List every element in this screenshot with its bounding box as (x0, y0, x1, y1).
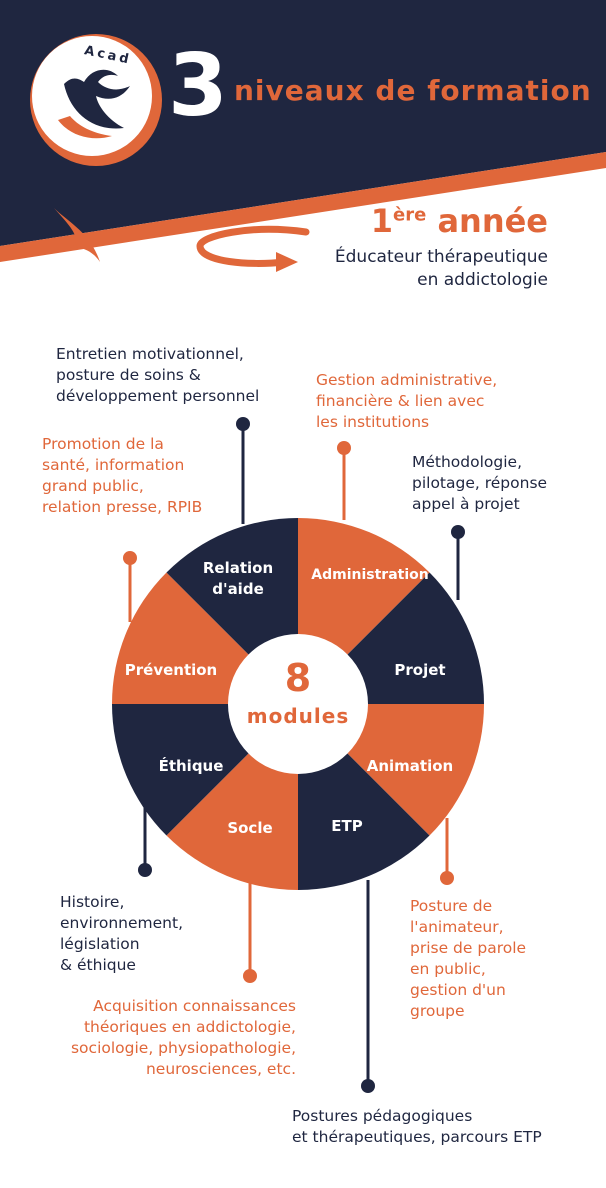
desc-line: neurosciences, etc. (145, 1060, 296, 1078)
header-accent-stripe (0, 152, 606, 262)
desc-etp: Postures pédagogiques et thérapeutiques,… (292, 1106, 542, 1148)
arrow-head-icon (276, 252, 298, 272)
year-suffix: ère (393, 204, 427, 226)
header-title: niveaux de formation (234, 74, 592, 107)
desc-administration: Gestion administrative, financière & lie… (316, 370, 497, 433)
desc-line: relation presse, RPIB (42, 498, 203, 516)
desc-line: & éthique (60, 956, 136, 974)
desc-line: Posture de (410, 897, 493, 915)
segment-label-prevention: Prévention (124, 661, 218, 679)
desc-line: environnement, (60, 914, 184, 932)
desc-line: Méthodologie, (412, 453, 523, 471)
segment-label-socle: Socle (227, 819, 273, 837)
desc-socle: Acquisition connaissances théoriques en … (71, 996, 296, 1080)
desc-line: prise de parole (410, 939, 527, 957)
connectors (123, 417, 465, 1093)
desc-line: appel à projet (412, 495, 520, 513)
desc-prevention: Promotion de la santé, information grand… (42, 434, 202, 518)
segment-label-etp: ETP (331, 817, 363, 835)
desc-line: l'animateur, (410, 918, 504, 936)
segment-label-administration: Administration (311, 567, 429, 583)
desc-line: Entretien motivationnel, (56, 345, 244, 363)
subtitle-line-2: en addictologie (417, 270, 548, 290)
logo (30, 34, 162, 166)
desc-line: Postures pédagogiques (292, 1107, 473, 1125)
segment-label-ethique: Éthique (158, 757, 224, 775)
desc-line: gestion d'un (410, 981, 506, 999)
desc-line: législation (60, 935, 140, 953)
desc-line: en public, (410, 960, 486, 978)
center-label: modules (246, 704, 350, 728)
year-number: 1 (370, 202, 393, 240)
desc-ethique: Histoire, environnement, législation & é… (60, 892, 183, 976)
desc-line: grand public, (42, 477, 144, 495)
desc-line: théoriques en addictologie, (83, 1018, 296, 1036)
year-subtitle: Éducateur thérapeutique en addictologie (335, 246, 548, 292)
wheel-center (228, 634, 368, 774)
center-number: 8 (284, 656, 312, 700)
segment-label-animation: Animation (366, 757, 454, 775)
flame-decoration-icon (54, 208, 100, 262)
flame-icon (58, 116, 112, 139)
desc-line: Acquisition connaissances (93, 997, 296, 1015)
desc-projet: Méthodologie, pilotage, réponse appel à … (412, 452, 547, 515)
desc-line: groupe (410, 1002, 465, 1020)
desc-relation: Entretien motivationnel, posture de soin… (56, 344, 259, 407)
desc-line: pilotage, réponse (412, 474, 548, 492)
desc-line: financière & lien avec (316, 392, 485, 410)
desc-line: les institutions (316, 413, 430, 431)
desc-line: Histoire, (60, 893, 125, 911)
desc-line: posture de soins & (56, 366, 201, 384)
year-title: 1ère année (371, 202, 548, 240)
header-number: 3 (168, 36, 228, 136)
desc-line: Promotion de la (42, 435, 164, 453)
desc-line: et thérapeutiques, parcours ETP (292, 1128, 542, 1146)
desc-line: sociologie, physiopathologie, (70, 1039, 296, 1057)
segment-label-relation: Relation d'aide (202, 559, 274, 598)
year-word: année (437, 202, 548, 240)
desc-animation: Posture de l'animateur, prise de parole … (410, 896, 526, 1022)
segment-label-projet: Projet (394, 661, 446, 679)
desc-line: santé, information (42, 456, 185, 474)
phoenix-icon (64, 69, 130, 129)
swoosh-arrow-icon (196, 225, 310, 267)
desc-line: Gestion administrative, (316, 371, 498, 389)
subtitle-line-1: Éducateur thérapeutique (334, 247, 548, 267)
header-banner (0, 0, 606, 246)
desc-line: développement personnel (56, 387, 260, 405)
